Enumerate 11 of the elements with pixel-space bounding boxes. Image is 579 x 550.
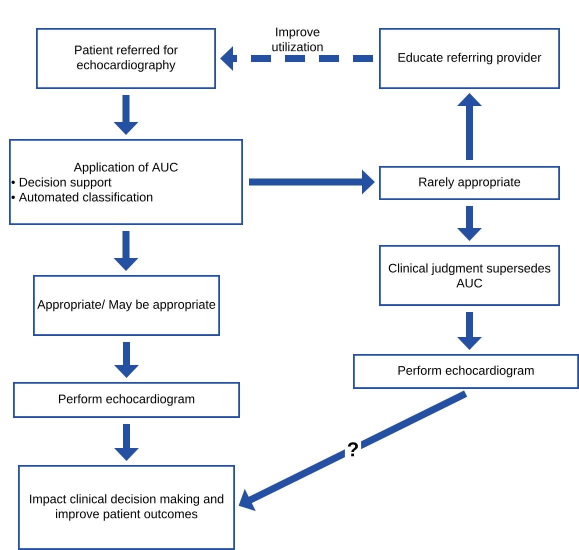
process-box: Patient referred for echocardiography [36, 28, 216, 89]
edge-label: ? [348, 442, 358, 456]
process-box: Perform echocardiogram [353, 354, 579, 389]
process-box: Application of AUC • Decision support • Automated classification [9, 138, 243, 225]
process-box: Educate referring provider [379, 28, 560, 89]
process-box: Clinical judgment supersedes AUC [379, 244, 560, 306]
process-box: Appropriate/ May be appropriate [33, 275, 220, 336]
process-box: Perform echocardiogram [13, 382, 240, 418]
process-box: Rarely appropriate [379, 166, 560, 200]
edge-label: Improve utilization [272, 28, 323, 52]
process-box: Impact clinical decision making and improve patient outcomes [18, 464, 235, 550]
